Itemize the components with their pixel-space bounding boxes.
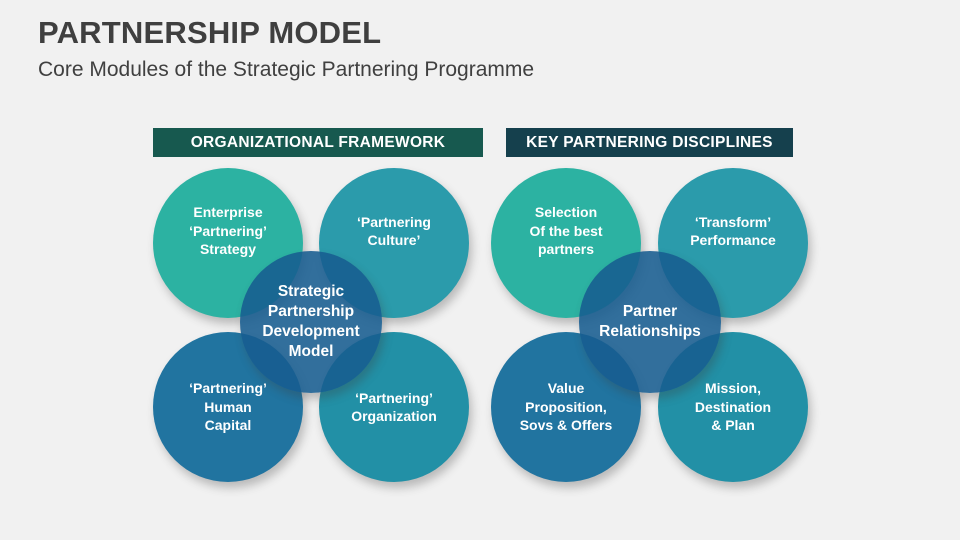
circle-label: Value Proposition, Sovs & Offers	[519, 380, 613, 434]
circle-label: Selection Of the best partners	[529, 204, 603, 258]
circle-partnering-organization: ‘Partnering’ Organization	[319, 332, 469, 482]
circle-label: ‘Partnering’ Organization	[351, 389, 437, 424]
circle-label: Strategic Partnership Development Model	[262, 282, 360, 361]
slide-subtitle: Core Modules of the Strategic Partnering…	[38, 58, 535, 81]
circle-label: Enterprise ‘Partnering’ Strategy	[189, 204, 267, 258]
circle-label: ‘Partnering’ Human Capital	[189, 380, 267, 434]
circle-partner-relationships: Partner Relationships	[579, 251, 721, 393]
circle-strategic-partnership-development-model: Strategic Partnership Development Model	[240, 251, 382, 393]
key-partnering-disciplines-header: KEY PARTNERING DISCIPLINES	[506, 128, 793, 157]
circle-label: Mission, Destination & Plan	[694, 380, 772, 434]
circle-enterprise-partnering-strategy: Enterprise ‘Partnering’ Strategy	[153, 168, 303, 318]
slide-title: PARTNERSHIP MODEL	[38, 15, 382, 50]
circle-label: ‘Partnering Culture’	[357, 213, 431, 248]
circle-label: Partner Relationships	[599, 302, 701, 340]
circle-label: ‘Transform’ Performance	[690, 213, 776, 248]
organizational-framework-header: ORGANIZATIONAL FRAMEWORK	[153, 128, 483, 157]
